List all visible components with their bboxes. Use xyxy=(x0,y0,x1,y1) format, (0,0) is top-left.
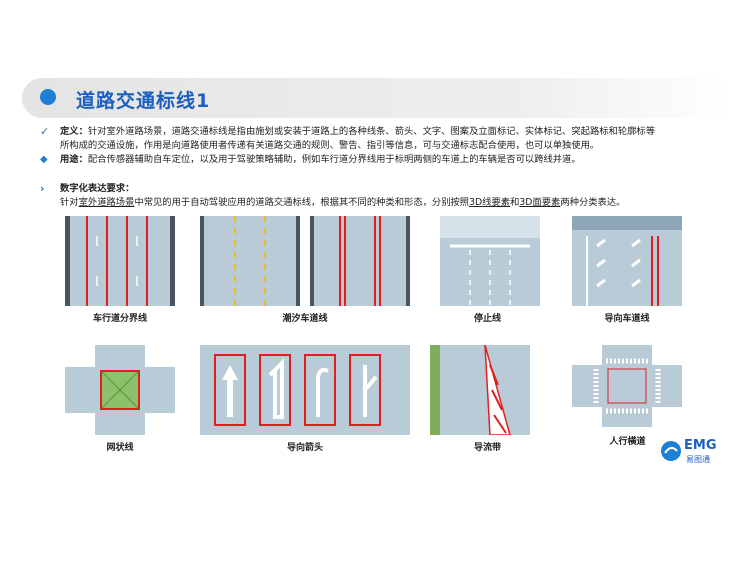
logo-subtitle: 易图通 xyxy=(686,455,710,464)
definition-label: 定义： xyxy=(60,126,88,137)
grid-line-image xyxy=(65,345,175,435)
stop-line-image xyxy=(430,216,545,306)
caption-tidal-lane: 潮汐车道线 xyxy=(282,314,328,324)
caption-lane-divider: 车行道分界线 xyxy=(92,314,147,324)
guide-arrow-image xyxy=(200,345,410,435)
bullet-dot-icon xyxy=(40,89,56,105)
page-title: 道路交通标线1 xyxy=(76,90,211,112)
checkmark-icon: ✓ xyxy=(40,125,50,138)
guide-lane-image xyxy=(572,216,682,306)
caption-guide-arrow: 导向箭头 xyxy=(286,443,323,453)
caption-crosswalk: 人行横道 xyxy=(609,437,646,447)
tidal-lane-image xyxy=(200,216,410,306)
diamond-icon: ◆ xyxy=(40,154,48,165)
usage-text: 配合传感器辅助自车定位，以及用于驾驶策略辅助，例如车行道分界线用于标明两侧的车道… xyxy=(87,154,581,165)
req-text-1: 针对 xyxy=(60,197,79,208)
caption-guide-lane: 导向车道线 xyxy=(604,314,650,324)
requirements-paragraph: 针对室外道路场景中常见的用于自动驾驶应用的道路交通标线，根据其不同的种类和形态，… xyxy=(60,196,740,210)
definition-line2: 所构成的交通设施，作用是向道路使用者传递有关道路交通的规则、警告、指引等信息，可… xyxy=(60,140,600,151)
usage-label: 用途： xyxy=(60,154,88,165)
usage-paragraph: 用途：配合传感器辅助自车定位，以及用于驾驶策略辅助，例如车行道分界线用于标明两侧… xyxy=(60,153,730,167)
emg-swirl-icon xyxy=(661,441,681,461)
req-underline-1: 室外道路场景 xyxy=(78,197,135,208)
requirements-heading: 数字化表达要求： xyxy=(60,183,135,194)
title-band xyxy=(22,78,730,118)
req-underline-3: 3D面要素 xyxy=(519,197,561,208)
emg-logo: EMG 易图通 xyxy=(660,438,730,468)
logo-brand: EMG xyxy=(684,438,717,453)
req-underline-2: 3D线要素 xyxy=(469,197,511,208)
caption-diversion-belt: 导流带 xyxy=(473,443,501,453)
crosswalk-image xyxy=(572,345,682,427)
chevron-right-icon: › xyxy=(40,182,45,195)
req-text-2: 中常见的用于自动驾驶应用的道路交通标线，根据其不同的种类和形态，分别按照 xyxy=(134,197,470,208)
caption-grid-line: 网状线 xyxy=(106,443,134,453)
req-text-3: 和 xyxy=(510,197,520,208)
definition-line1: 针对室外道路场景，道路交通标线是指由施划或安装于道路上的各种线条、箭头、文字、图… xyxy=(87,126,656,137)
caption-stop-line: 停止线 xyxy=(473,314,501,324)
lane-divider-image xyxy=(65,216,175,306)
req-text-4: 两种分类表达。 xyxy=(560,197,626,208)
diversion-belt-image xyxy=(430,345,545,435)
definition-paragraph: 定义：针对室外道路场景，道路交通标线是指由施划或安装于道路上的各种线条、箭头、文… xyxy=(60,125,730,153)
